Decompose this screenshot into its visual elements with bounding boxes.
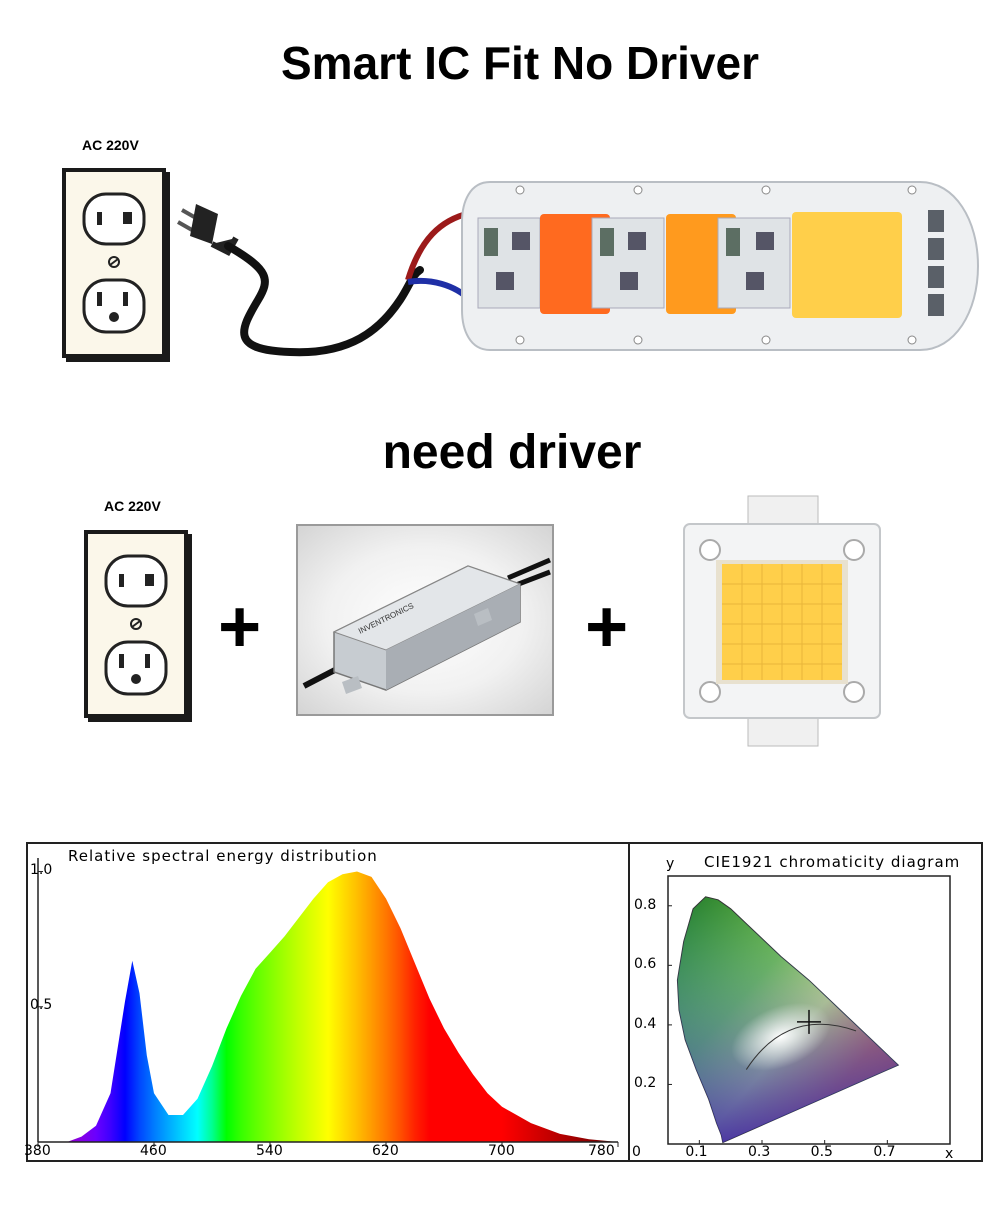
x-tick-label: 780 [588, 1143, 615, 1159]
x-tick-label: 0.3 [748, 1144, 771, 1160]
x-tick-label: 380 [24, 1143, 51, 1159]
section-title-need-driver: need driver [382, 426, 642, 479]
y-tick-label: 0.2 [634, 1075, 657, 1092]
white-point-region [731, 1002, 831, 1071]
planckian-locus [745, 1023, 857, 1070]
chart-title: Relative spectral energy distribution [68, 847, 378, 865]
page-title-no-driver: Smart IC Fit No Driver [281, 37, 759, 89]
ac-voltage-label-bottom: AC 220V [104, 498, 161, 514]
wall-outlet-top [62, 168, 166, 358]
cie-chromaticity-chart: CIE1921 chromaticity diagram y x 0 0.1 0.3… [628, 842, 983, 1162]
cob-led-board [461, 181, 980, 351]
wall-outlet-bottom [84, 530, 188, 718]
led-driver-icon: INVENTRONICS [302, 557, 551, 694]
spectral-distribution-chart: Relative spectral energy distribution 38… [24, 842, 630, 1162]
chart-title: CIE1921 chromaticity diagram [704, 853, 961, 871]
plus-sign-2: + [585, 585, 629, 668]
y-tick-label: 0.5 [30, 996, 53, 1013]
outlet-icon [82, 192, 146, 334]
spectral-plot [37, 858, 619, 1147]
x-tick-label: 0.5 [810, 1144, 833, 1160]
ac-voltage-label-top: AC 220V [82, 137, 139, 153]
y-tick-label: 0.6 [634, 956, 657, 973]
plot-border [667, 875, 951, 1145]
x-tick-label: 0.7 [873, 1144, 896, 1160]
cob-led-chip [683, 495, 881, 747]
power-cable [224, 242, 424, 357]
terminal-pads [928, 210, 944, 316]
y-tick-label: 0.8 [634, 896, 657, 913]
x-tick-label: 700 [488, 1143, 515, 1159]
cob-chip-warm-white [792, 212, 902, 318]
plus-sign-1: + [218, 585, 262, 668]
x-tick-label: 460 [140, 1143, 167, 1159]
led-driver-image: INVENTRONICS [296, 524, 554, 716]
x-axis-label: x [945, 1146, 954, 1162]
driver-ic-2 [591, 217, 665, 309]
y-tick-label: 0.4 [634, 1015, 657, 1032]
outlet-icon [104, 554, 168, 696]
driver-ic-1 [477, 217, 541, 309]
spectrum-area [67, 871, 618, 1142]
y-tick-label: 1.0 [30, 861, 53, 878]
x-tick-label: 620 [372, 1143, 399, 1159]
x-tick-label: 540 [256, 1143, 283, 1159]
x-tick-label: 0 [632, 1144, 641, 1160]
y-axis-label: y [666, 856, 675, 872]
driver-ic-3 [717, 217, 791, 309]
x-tick-label: 0.1 [685, 1144, 708, 1160]
cie-plot [667, 875, 951, 1145]
